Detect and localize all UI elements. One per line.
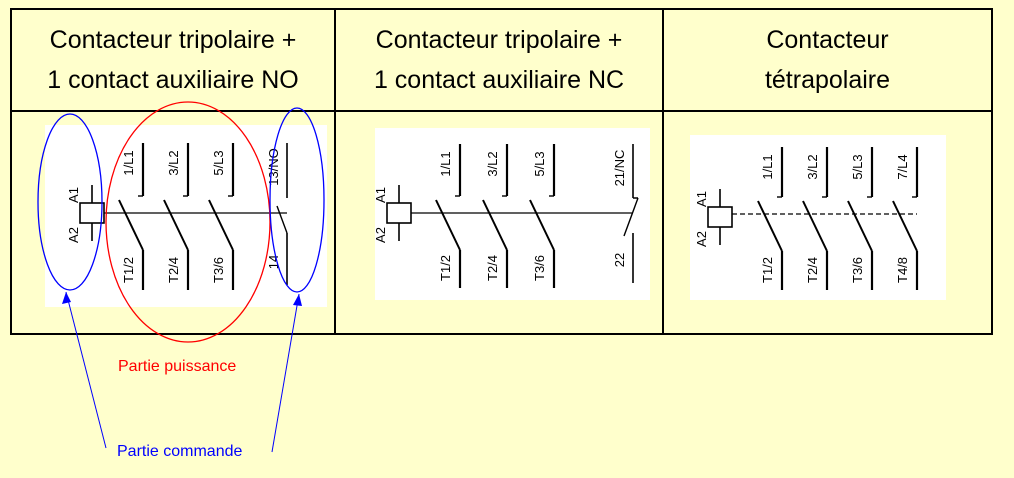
coil-symbol [79,202,105,224]
coil-symbol [707,206,733,228]
row-divider [12,110,991,112]
header-tetrapolar-line1: Contacteur [766,26,889,54]
pole-bottom-label: T1/2 [121,257,136,283]
pole-bottom-label: T2/4 [166,257,181,283]
pole-moving-contact [435,199,461,251]
column-divider [662,10,664,333]
pole-moving-contact [482,199,508,251]
header-tripolar-nc-line2: 1 contact auxiliaire NC [373,66,625,94]
pole-top-label: 7/L4 [895,154,910,179]
pole-bottom-label: T4/8 [895,257,910,283]
pole-moving-contact [847,200,873,252]
header-tetrapolar-line2: tétrapolaire [764,66,891,94]
pole-top-label: 1/L1 [438,151,453,176]
aux-top-label: 21/NC [612,150,627,187]
header-tripolar-nc-line1: Contacteur tripolaire + [375,26,623,54]
pole-bottom-label: T1/2 [438,255,453,281]
pole-bottom-label: T3/6 [211,257,226,283]
coil-bottom-label: A2 [694,231,709,247]
pole-top-label: 3/L2 [805,154,820,179]
pole-top-label: 1/L1 [121,150,136,175]
pole-bottom-label: T2/4 [805,257,820,283]
coil-top-label: A1 [694,191,709,207]
pole-moving-contact [118,199,144,251]
contactor-table: Contacteur tripolaire + 1 contact auxili… [10,8,993,335]
aux-top-label: 13/NO [266,148,281,186]
header-tripolar-no-line1: Contacteur tripolaire + [49,26,297,54]
pole-top-label: 1/L1 [760,154,775,179]
pole-bottom-label: T3/6 [532,255,547,281]
coil-top-label: A1 [66,187,81,203]
aux-bottom-label: 14 [266,255,281,269]
aux-bottom-label: 22 [612,253,627,267]
pole-top-label: 5/L3 [850,154,865,179]
pole-moving-contact [892,200,918,252]
header-tripolar-no: Contacteur tripolaire + 1 contact auxili… [12,10,334,110]
pole-moving-contact [757,200,783,252]
coil-bottom-label: A2 [375,227,388,243]
pole-bottom-label: T1/2 [760,257,775,283]
command-part-label: Partie commande [117,443,243,460]
coil-symbol [386,202,412,224]
pole-top-label: 5/L3 [211,150,226,175]
header-tetrapolar: Contacteur tétrapolaire [664,10,991,110]
header-tripolar-no-line2: 1 contact auxiliaire NO [47,66,299,94]
pole-bottom-label: T3/6 [850,257,865,283]
pole-bottom-label: T2/4 [485,255,500,281]
pole-moving-contact [163,199,189,251]
pole-top-label: 3/L2 [166,150,181,175]
header-tripolar-nc: Contacteur tripolaire + 1 contact auxili… [336,10,662,110]
power-part-label: Partie puissance [118,358,237,375]
pole-top-label: 3/L2 [485,151,500,176]
pole-top-label: 5/L3 [532,151,547,176]
coil-top-label: A1 [375,187,388,203]
pole-moving-contact [802,200,828,252]
aux-no-contact [276,205,288,234]
column-divider [334,10,336,333]
pole-moving-contact [208,199,234,251]
coil-bottom-label: A2 [66,227,81,243]
aux-nc-contact [623,197,639,237]
pole-moving-contact [529,199,555,251]
